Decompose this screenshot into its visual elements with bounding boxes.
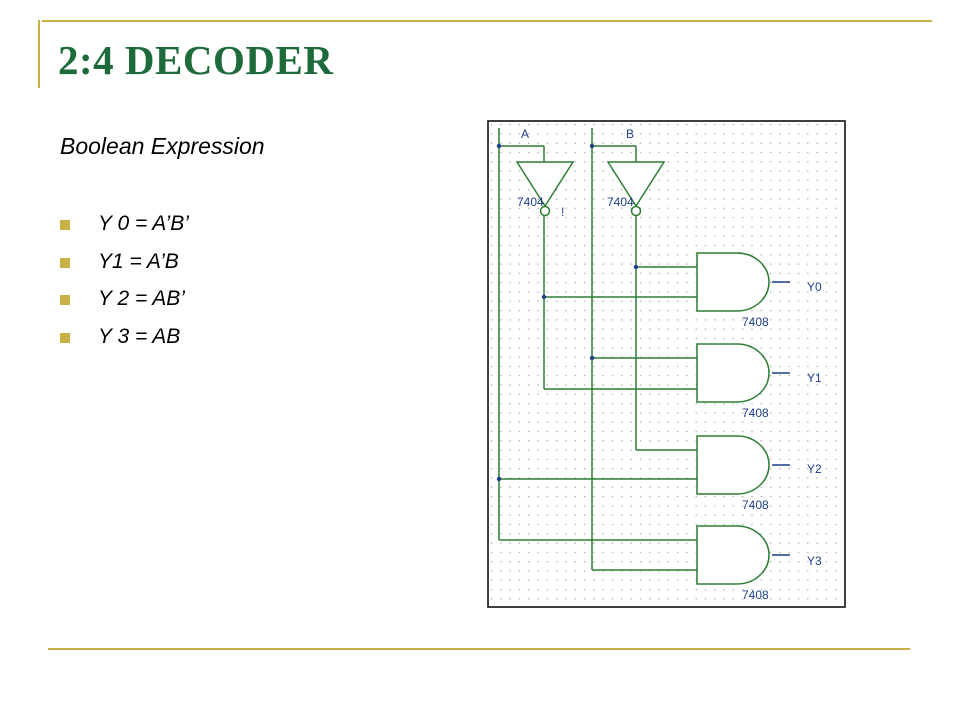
bottom-rule bbox=[48, 648, 910, 650]
bullet-square-icon bbox=[60, 332, 70, 343]
output-label-y2: Y2 bbox=[807, 462, 822, 476]
grid-dots bbox=[490, 123, 843, 605]
output-label-y3: Y3 bbox=[807, 554, 822, 568]
list-item: Y 3 = AB bbox=[60, 325, 189, 363]
expression-y1: Y1 = A’B bbox=[98, 249, 179, 273]
inverter-a bbox=[515, 161, 575, 217]
and-gate-y1 bbox=[696, 343, 770, 403]
expression-y0: Y 0 = A’B’ bbox=[98, 212, 189, 235]
page-title: 2:4 DECODER bbox=[58, 37, 334, 83]
list-item: Y1 = A’B bbox=[60, 250, 189, 288]
subtitle: Boolean Expression bbox=[60, 133, 265, 159]
inverter-a-mark: ! bbox=[561, 205, 564, 219]
input-label-b: B bbox=[626, 127, 634, 141]
expression-list: Y 0 = A’B’ Y1 = A’B Y 2 = AB’ Y 3 = AB bbox=[60, 212, 189, 362]
input-label-a: A bbox=[521, 127, 529, 141]
output-label-y1: Y1 bbox=[807, 371, 822, 385]
and-gate-y3 bbox=[696, 525, 770, 585]
expression-y2: Y 2 = AB’ bbox=[98, 287, 185, 310]
decoder-circuit: A B 7404 7404 ! 7408 7408 7408 7408 Y0 Y… bbox=[487, 120, 846, 608]
and-gate-y1-part: 7408 bbox=[742, 406, 769, 420]
inverter-b bbox=[606, 161, 666, 217]
bullet-square-icon bbox=[60, 220, 70, 230]
and-gate-y0 bbox=[696, 252, 770, 312]
expression-y3: Y 3 = AB bbox=[98, 324, 181, 348]
inverter-b-part: 7404 bbox=[607, 195, 634, 209]
top-rule bbox=[42, 20, 932, 22]
and-gate-y0-part: 7408 bbox=[742, 315, 769, 329]
output-leads bbox=[772, 281, 790, 556]
wires bbox=[498, 128, 697, 571]
and-gate-y3-part: 7408 bbox=[742, 588, 769, 602]
bullet-square-icon bbox=[60, 295, 70, 305]
inverter-a-part: 7404 bbox=[517, 195, 544, 209]
and-gate-y2 bbox=[696, 435, 770, 495]
list-item: Y 2 = AB’ bbox=[60, 287, 189, 325]
and-gate-y2-part: 7408 bbox=[742, 498, 769, 512]
left-rule bbox=[38, 20, 40, 88]
and-gates bbox=[696, 252, 770, 585]
output-label-y0: Y0 bbox=[807, 280, 822, 294]
junction-dots bbox=[496, 143, 639, 482]
bullet-square-icon bbox=[60, 257, 70, 268]
list-item: Y 0 = A’B’ bbox=[60, 212, 189, 250]
